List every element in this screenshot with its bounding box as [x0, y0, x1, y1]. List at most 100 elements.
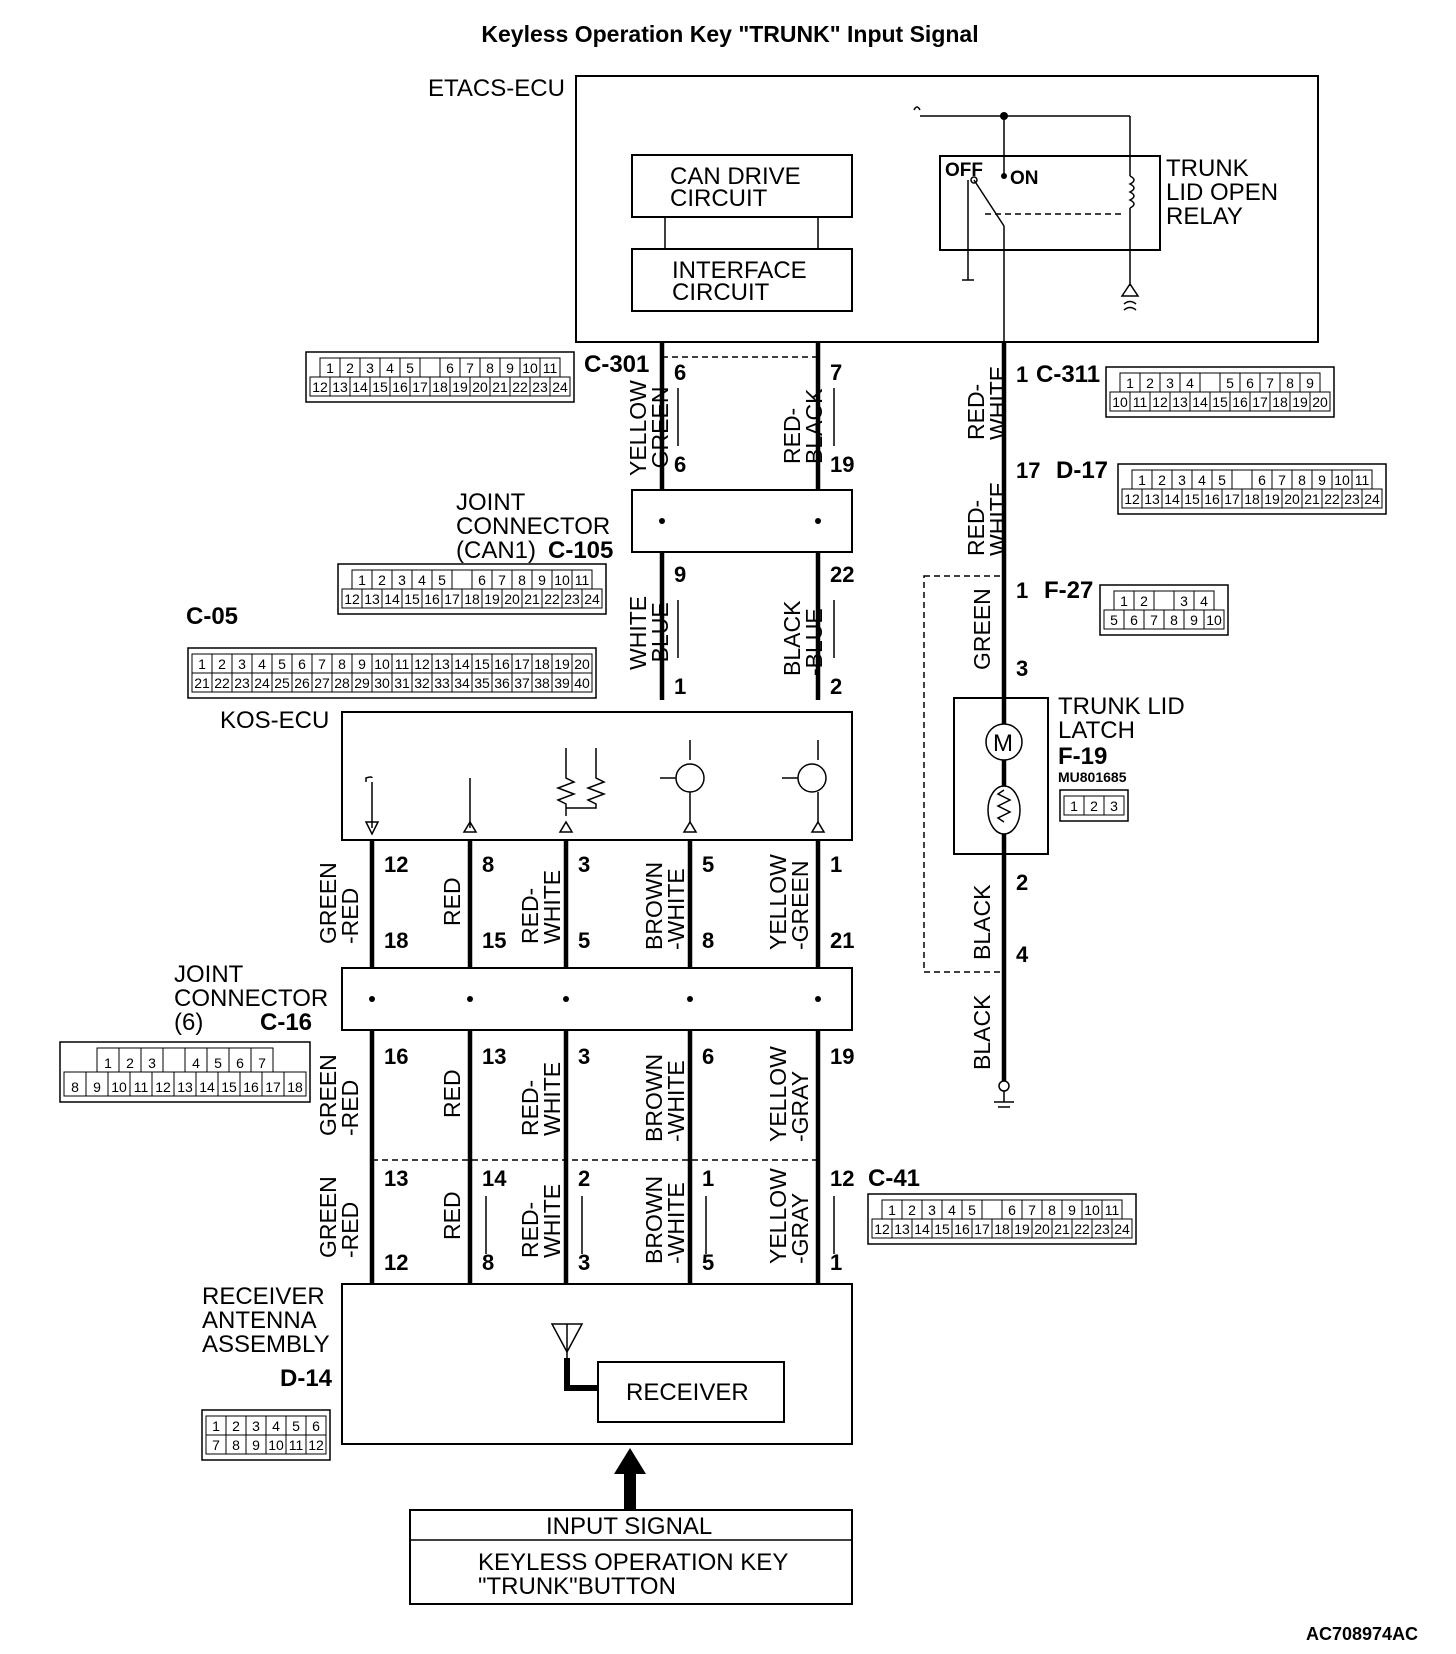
svg-text:WHITE: WHITE — [985, 366, 1011, 440]
c105-pin-number: 21 — [524, 591, 540, 607]
d17-pin-number: 17 — [1224, 491, 1240, 507]
can-drive-circuit-box — [631, 154, 853, 218]
heater-icon — [987, 785, 1021, 835]
c301-pin-number: 17 — [412, 379, 428, 395]
c311-pin-number: 5 — [1226, 375, 1234, 391]
c301-label: C-301 — [584, 351, 649, 378]
can-drive-label-2: CIRCUIT — [670, 185, 768, 212]
c41-label: C-41 — [868, 1165, 920, 1192]
d17-pin-number: 12 — [1124, 491, 1140, 507]
c105-pin-number: 15 — [404, 591, 420, 607]
c41-pin-number: 9 — [1068, 1202, 1076, 1218]
svg-text:BROWN: BROWN — [641, 862, 667, 950]
svg-text:ASSEMBLY: ASSEMBLY — [202, 1331, 330, 1358]
svg-text:KEYLESS OPERATION KEY: KEYLESS OPERATION KEY — [478, 1549, 788, 1576]
c05-pin-number: 24 — [254, 675, 270, 691]
c05-pin-number: 16 — [494, 656, 510, 672]
d17-pin-number: 6 — [1258, 472, 1266, 488]
c105-pin-number: 20 — [504, 591, 520, 607]
c105-pin-number: 23 — [564, 591, 580, 607]
c105-pin-number: 22 — [544, 591, 560, 607]
c301-pin-number: 22 — [512, 379, 528, 395]
c105-pin-number: 4 — [418, 572, 426, 588]
c16-label: C-16 — [260, 1009, 312, 1036]
svg-text:-BLUE: -BLUE — [647, 602, 673, 670]
svg-text:-GRAY: -GRAY — [787, 1071, 813, 1142]
svg-text:18: 18 — [384, 928, 408, 953]
svg-text:(CAN1): (CAN1) — [456, 537, 536, 564]
svg-text:19: 19 — [830, 1044, 854, 1069]
c05-pin-number: 29 — [354, 675, 370, 691]
etacs-ecu-box — [575, 75, 1319, 343]
receiver-antenna-assembly-box — [341, 1283, 853, 1445]
svg-text:-GREEN: -GREEN — [647, 387, 673, 476]
f27-connector-outline — [1099, 584, 1229, 636]
c41-pin-number: 13 — [894, 1221, 910, 1237]
d14-pin-number: 9 — [252, 1437, 260, 1453]
c41-pin-number: 7 — [1028, 1202, 1036, 1218]
c41-pin-number: 18 — [994, 1221, 1010, 1237]
c301-pin-number: 19 — [452, 379, 468, 395]
svg-text:"TRUNK"BUTTON: "TRUNK"BUTTON — [478, 1573, 676, 1600]
svg-text:WHITE: WHITE — [539, 1062, 565, 1136]
c05-pin-number: 8 — [338, 656, 346, 672]
svg-text:WHITE: WHITE — [625, 596, 651, 670]
c16-pin-number: 13 — [177, 1079, 193, 1095]
c41-pin-number: 2 — [908, 1202, 916, 1218]
c311-pin-number: 6 — [1246, 375, 1254, 391]
svg-text:15: 15 — [482, 928, 506, 953]
svg-text:RED-: RED- — [963, 500, 989, 556]
svg-text:WHITE: WHITE — [539, 870, 565, 944]
c301-pin-number: 6 — [446, 360, 454, 376]
c311-pin-number: 2 — [1146, 375, 1154, 391]
c16-pin-number: 4 — [192, 1055, 200, 1071]
f27-pin-number: 7 — [1150, 612, 1158, 628]
svg-text:BLACK: BLACK — [779, 600, 805, 676]
svg-text:1: 1 — [674, 674, 686, 699]
c05-pin-number: 33 — [434, 675, 450, 691]
c16-pin-number: 12 — [155, 1079, 171, 1095]
d17-pin-cell — [1231, 469, 1253, 490]
c301-pin-number: 14 — [352, 379, 368, 395]
d17-pin-number: 14 — [1164, 491, 1180, 507]
c41-pin-number: 8 — [1048, 1202, 1056, 1218]
d14-pin-number: 4 — [272, 1418, 280, 1434]
c105-pin-number: 2 — [378, 572, 386, 588]
c16-pin-number: 9 — [93, 1079, 101, 1095]
diagram-title: Keyless Operation Key "TRUNK" Input Sign… — [481, 21, 978, 47]
c41-pin-number: 4 — [948, 1202, 956, 1218]
etacs-ecu-label: ETACS-ECU — [428, 75, 565, 102]
d14-pin-number: 1 — [212, 1418, 220, 1434]
c105-label: C-105 — [548, 537, 613, 564]
c05-pin-number: 5 — [278, 656, 286, 672]
svg-text:21: 21 — [830, 928, 854, 953]
c41-pin-cell — [1111, 1218, 1133, 1239]
joint-connector-6-box — [341, 967, 853, 1031]
d17-pin-number: 21 — [1304, 491, 1320, 507]
svg-text:RED-: RED- — [517, 1080, 543, 1136]
svg-text:RED-: RED- — [779, 408, 805, 464]
c105-pin-number: 5 — [438, 572, 446, 588]
c311-pin-number: 10 — [1112, 394, 1128, 410]
f27-pin-number: 4 — [1200, 593, 1208, 609]
c105-pin-number: 10 — [554, 572, 570, 588]
svg-text:RED-: RED- — [963, 384, 989, 440]
f27-pin-number: 2 — [1140, 593, 1148, 609]
c16-pin-number: 5 — [214, 1055, 222, 1071]
d17-pin-number: 16 — [1204, 491, 1220, 507]
svg-text:YELLOW: YELLOW — [765, 854, 791, 950]
d17-pin-number: 1 — [1138, 472, 1146, 488]
c05-pin-number: 17 — [514, 656, 530, 672]
c41-pin-number: 23 — [1094, 1221, 1110, 1237]
relay-label-1: TRUNK — [1166, 155, 1249, 182]
c05-label: C-05 — [186, 603, 238, 630]
d17-pin-number: 7 — [1278, 472, 1286, 488]
c05-pin-number: 22 — [214, 675, 230, 691]
c301-pin-number: 18 — [432, 379, 448, 395]
relay-label-2: LID OPEN — [1166, 179, 1278, 206]
c105-pin-number: 6 — [478, 572, 486, 588]
